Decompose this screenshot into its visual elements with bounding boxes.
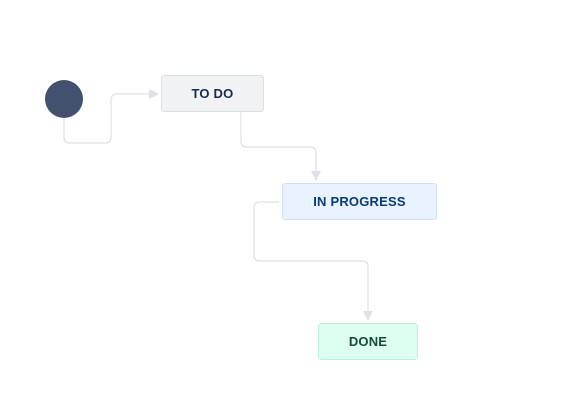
status-node-to-do[interactable]: TO DO (161, 75, 264, 112)
status-node-in-progress[interactable]: IN PROGRESS (282, 183, 437, 220)
status-label-to-do: TO DO (191, 86, 234, 101)
status-label-done: DONE (348, 334, 388, 349)
transition-todo-to-in-progress[interactable] (240, 112, 321, 181)
workflow-start-node[interactable] (45, 80, 83, 118)
status-node-done[interactable]: DONE (318, 323, 418, 360)
status-label-in-progress: IN PROGRESS (313, 194, 406, 209)
transition-start-to-todo[interactable] (63, 89, 159, 144)
transition-in-progress-to-done[interactable] (253, 201, 373, 321)
